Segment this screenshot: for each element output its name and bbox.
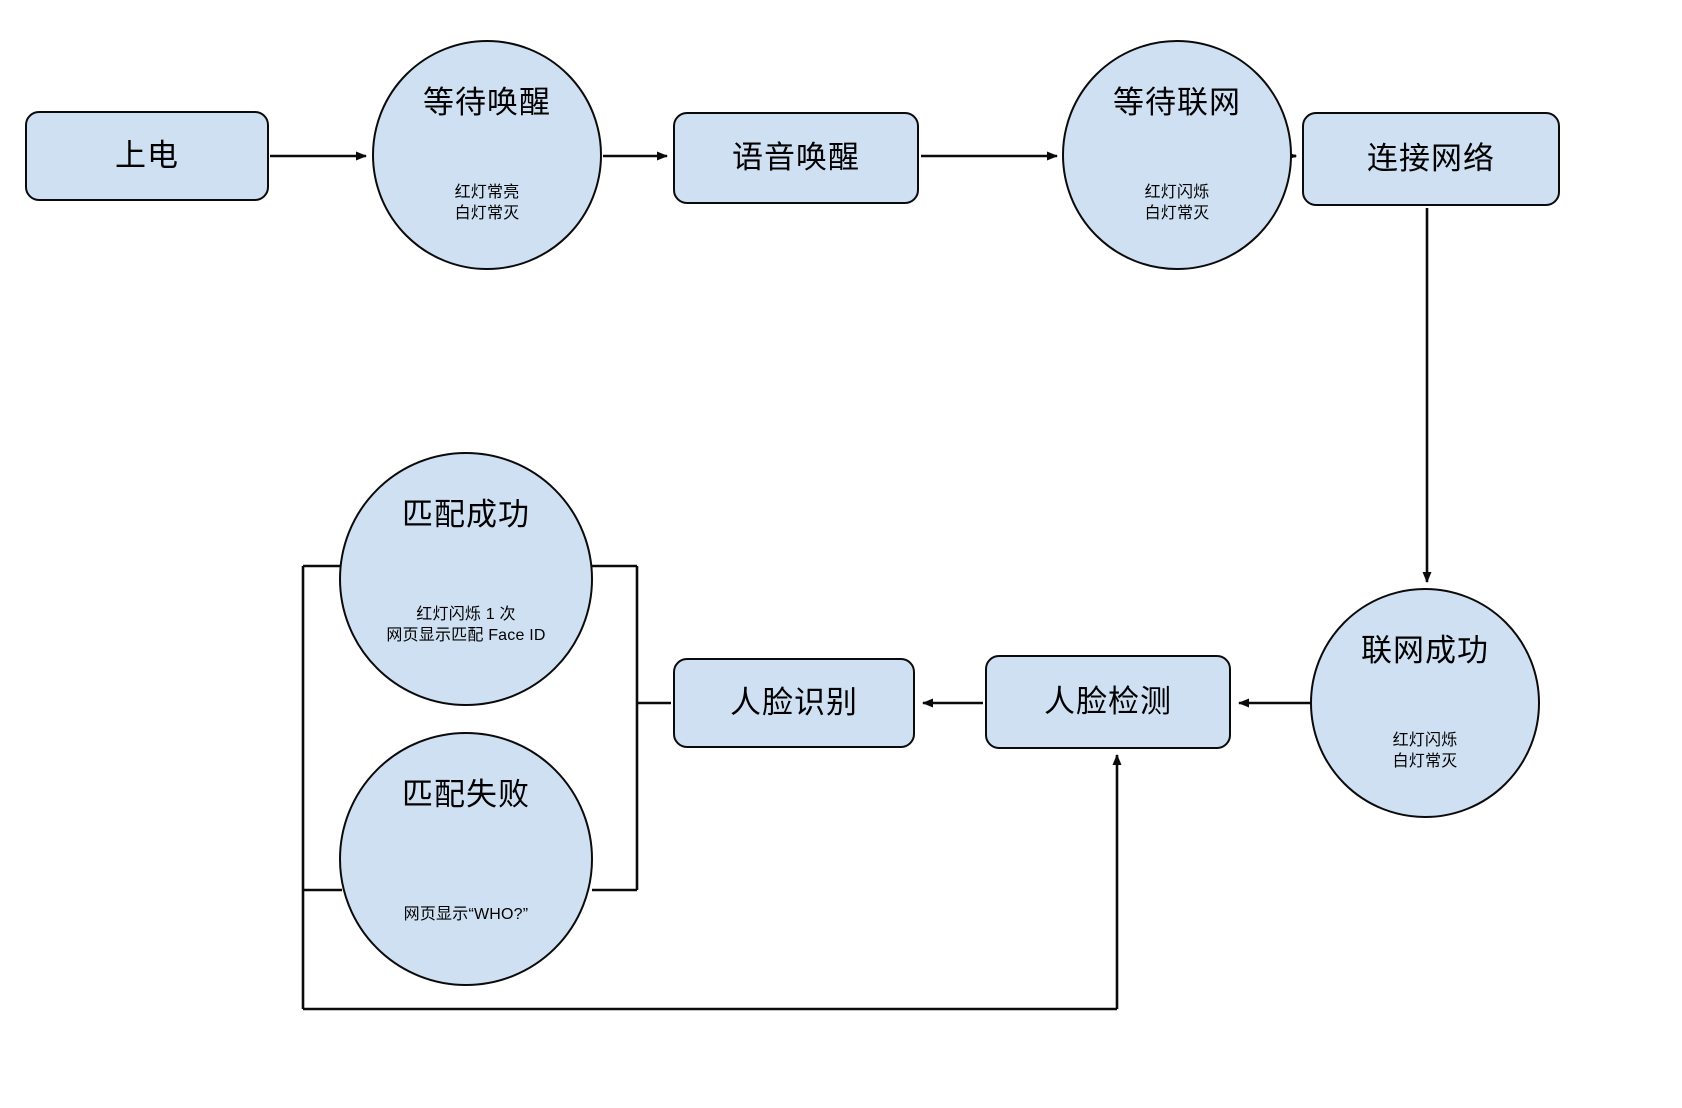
node-match-failed-detail: 网页显示“WHO?”: [403, 906, 529, 923]
node-face-recognition-label: 人脸识别: [730, 684, 858, 720]
node-wait-wake-detail: 红灯常亮 白灯常灭: [454, 184, 520, 223]
node-wait-network-detail: 红灯闪烁 白灯常灭: [1144, 184, 1210, 223]
node-face-detection[interactable]: 人脸检测: [985, 655, 1231, 749]
node-match-failed[interactable]: 匹配失败 网页显示“WHO?”: [339, 732, 593, 986]
node-wait-wake-label: 等待唤醒: [423, 85, 551, 120]
node-voice-wake-label: 语音唤醒: [732, 139, 860, 175]
node-connect-network[interactable]: 连接网络: [1302, 112, 1560, 206]
node-connect-network-label: 连接网络: [1367, 140, 1495, 176]
node-network-success[interactable]: 联网成功 红灯闪烁 白灯常灭: [1310, 588, 1540, 818]
node-match-success-detail: 红灯闪烁 1 次 网页显示匹配 Face ID: [386, 606, 546, 645]
node-network-success-detail: 红灯闪烁 白灯常灭: [1392, 732, 1458, 771]
node-wait-network-label: 等待联网: [1113, 85, 1241, 120]
node-network-success-label: 联网成功: [1361, 633, 1489, 668]
node-face-recognition[interactable]: 人脸识别: [673, 658, 915, 748]
node-match-success[interactable]: 匹配成功 红灯闪烁 1 次 网页显示匹配 Face ID: [339, 452, 593, 706]
node-power-on[interactable]: 上电: [25, 111, 269, 201]
node-wait-network[interactable]: 等待联网 红灯闪烁 白灯常灭: [1062, 40, 1292, 270]
node-face-detection-label: 人脸检测: [1044, 683, 1172, 719]
node-power-on-label: 上电: [115, 137, 179, 173]
node-match-success-label: 匹配成功: [402, 497, 530, 532]
node-voice-wake[interactable]: 语音唤醒: [673, 112, 919, 204]
node-match-failed-label: 匹配失败: [402, 777, 530, 812]
node-wait-wake[interactable]: 等待唤醒 红灯常亮 白灯常灭: [372, 40, 602, 270]
